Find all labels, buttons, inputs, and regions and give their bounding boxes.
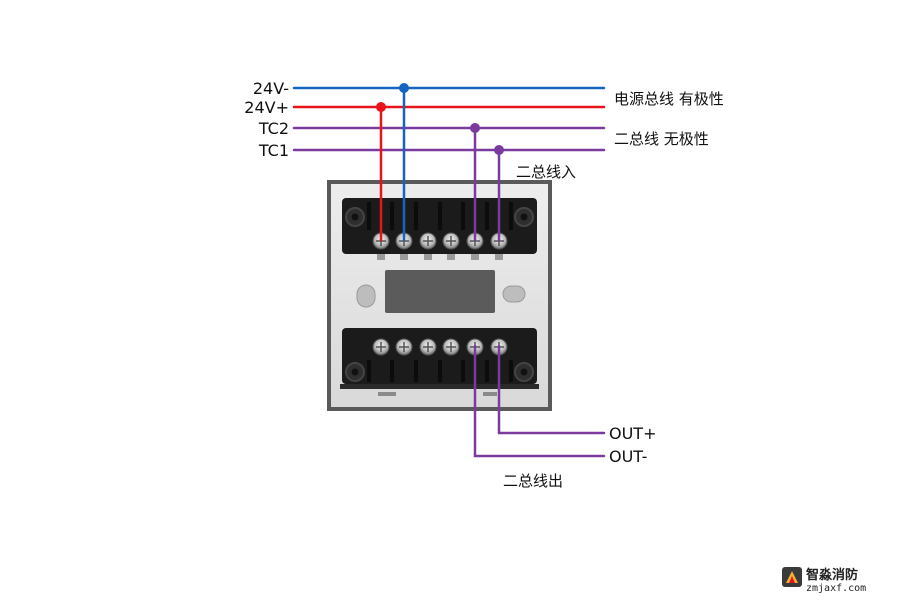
wire-out-minus (473, 344, 606, 458)
label-power-bus: 电源总线 有极性 (614, 90, 724, 108)
logo-emblem-icon (782, 567, 802, 587)
junction-tc1 (494, 145, 504, 155)
bottom-terminal-block (342, 328, 537, 384)
terminal-separator (367, 360, 371, 382)
terminal-separator (367, 202, 371, 230)
mount-hole-right (502, 285, 526, 303)
terminal-separator (485, 202, 489, 230)
top-terminal-screw-icon (419, 232, 437, 250)
logo-url: zmjaxf.com (806, 583, 866, 594)
label-tc2: TC2 (258, 119, 289, 138)
bottom-terminal-screw-icon (419, 338, 437, 356)
module-device (327, 180, 552, 411)
top-terminal-block (342, 198, 537, 254)
terminal-tab (424, 254, 432, 260)
label-out-minus: OUT- (609, 447, 647, 466)
terminal-tab (471, 254, 479, 260)
bottom-clip-right (483, 392, 497, 396)
label-window (385, 270, 495, 313)
junction-24v-minus (399, 83, 409, 93)
terminal-separator (509, 202, 513, 230)
label-tc1: TC1 (258, 141, 289, 160)
terminal-tab (400, 254, 408, 260)
bottom-clip-left (378, 392, 396, 396)
terminal-separator (438, 360, 442, 382)
bottom-terminal-screw-icon (395, 338, 413, 356)
terminal-separator (461, 360, 465, 382)
label-24v-minus: 24V- (253, 79, 289, 98)
terminal-separator (509, 360, 513, 382)
terminal-separator (485, 360, 489, 382)
logo-name: 智淼消防 (806, 567, 858, 583)
label-two-bus: 二总线 无极性 (614, 130, 709, 148)
junction-24v-plus (376, 102, 386, 112)
bottom-terminal-screw-icon (442, 338, 460, 356)
label-bus-out: 二总线出 (503, 472, 563, 490)
terminal-separator (390, 360, 394, 382)
brand-logo: 智淼消防 zmjaxf.com (782, 567, 866, 594)
junction-tc2 (470, 123, 480, 133)
terminal-separator (414, 202, 418, 230)
terminal-tab (377, 254, 385, 260)
top-terminal-screw-icon (442, 232, 460, 250)
label-out-plus: OUT+ (609, 424, 656, 443)
mount-hole-left (356, 284, 376, 308)
junctions (376, 83, 504, 155)
terminal-separator (414, 360, 418, 382)
label-bus-in: 二总线入 (516, 163, 576, 181)
terminal-tab (447, 254, 455, 260)
label-24v-plus: 24V+ (244, 98, 289, 117)
terminal-tab (495, 254, 503, 260)
wires (292, 86, 606, 458)
bottom-terminal-screw-icon (372, 338, 390, 356)
wire-out-plus (497, 344, 606, 435)
terminal-separator (438, 202, 442, 230)
terminal-separator (461, 202, 465, 230)
terminal-separator (390, 202, 394, 230)
